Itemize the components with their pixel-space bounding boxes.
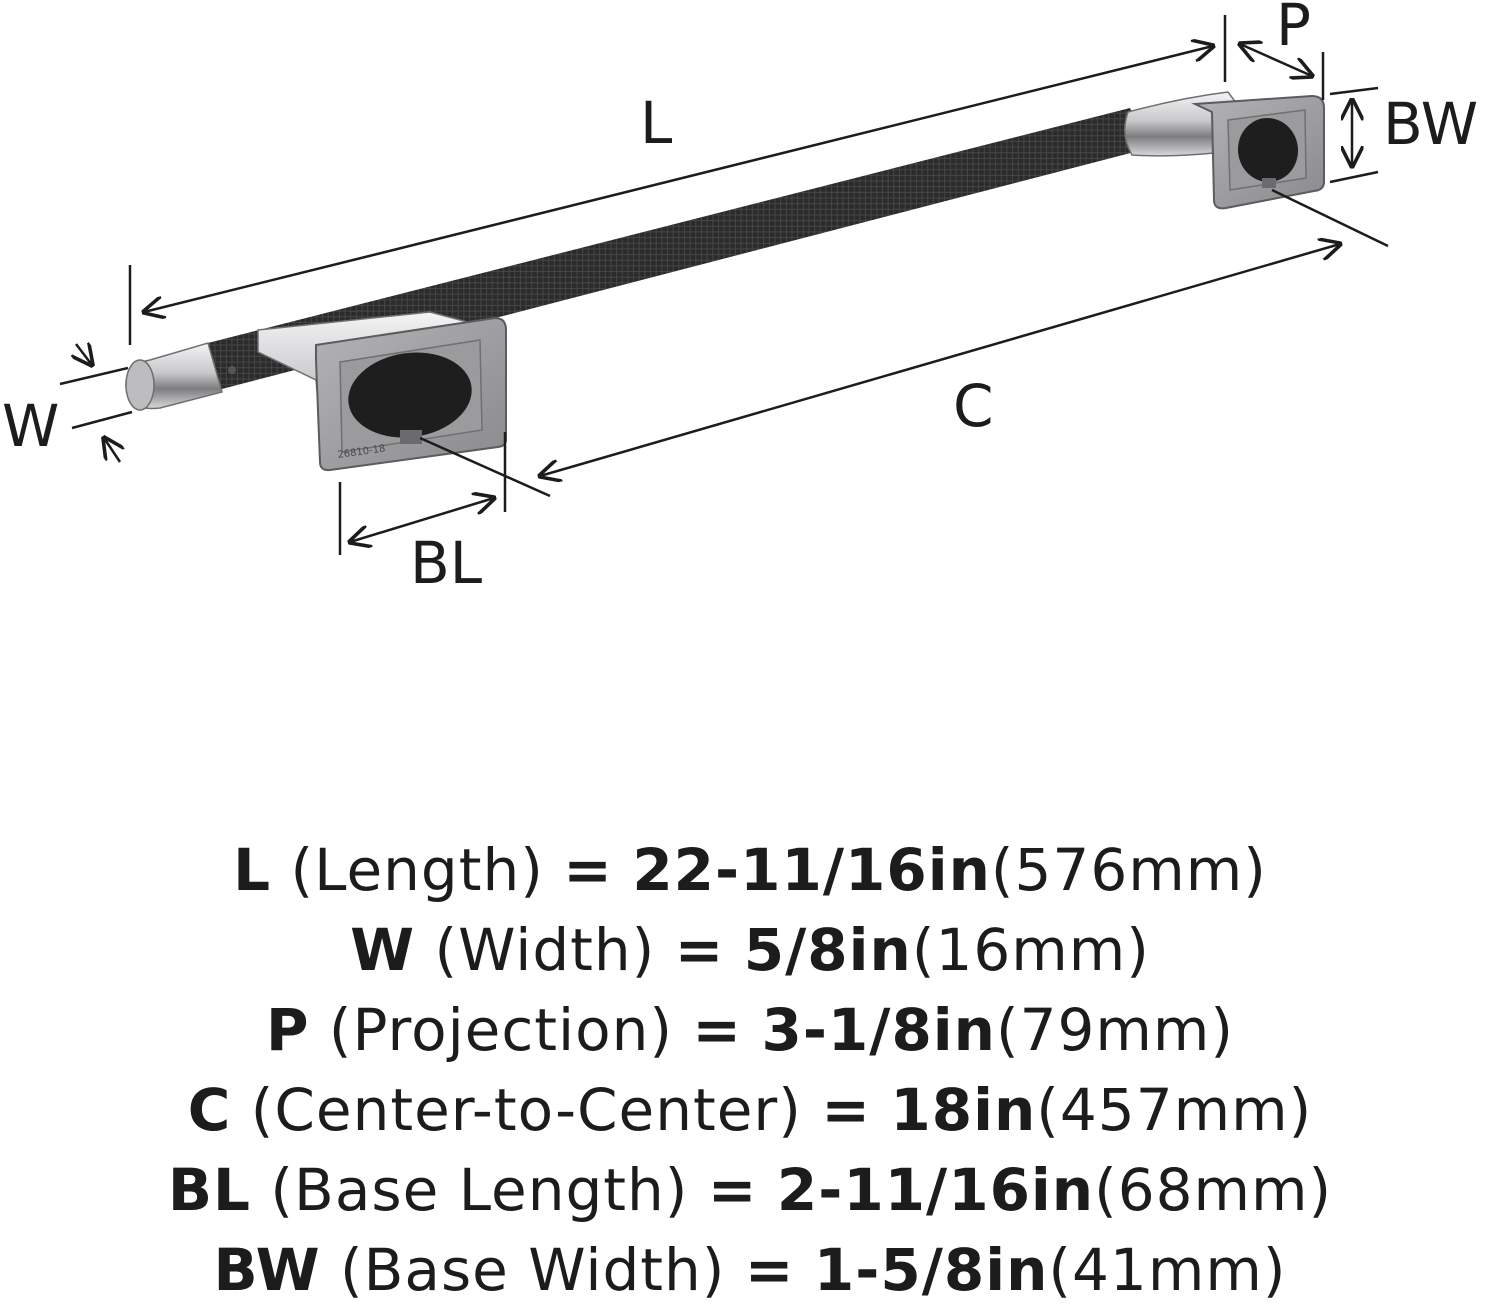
spec-value: 5/8in: [743, 916, 912, 984]
left-end-cap: [125, 342, 236, 411]
spec-code: BL: [167, 1156, 251, 1224]
label-C: C: [953, 372, 994, 440]
spec-value: 22-11/16in: [632, 836, 991, 904]
W-extension-top: [59, 366, 129, 386]
spec-row-length: L (Length) = 22-11/16in(576mm): [0, 835, 1500, 905]
spec-value: 1-5/8in: [813, 1236, 1049, 1304]
label-W: W: [2, 392, 59, 460]
L-dimension-line: [144, 46, 1213, 312]
spec-value: 18in: [890, 1076, 1037, 1144]
spec-desc: (Width): [434, 916, 656, 984]
spec-row-base-width: BW (Base Width) = 1-5/8in(41mm): [0, 1235, 1500, 1305]
BW-extension-top: [1329, 86, 1379, 96]
C-center-line-left: [419, 436, 551, 498]
dimension-labels: L P BW W C BL: [2, 0, 1478, 597]
spec-value: 2-11/16in: [776, 1156, 1095, 1224]
spec-metric: (68mm): [1094, 1156, 1333, 1224]
spec-value: 3-1/8in: [761, 996, 996, 1064]
left-base-opening: [348, 352, 472, 438]
spec-code: C: [187, 1076, 232, 1144]
spec-metric: (41mm): [1048, 1236, 1287, 1304]
spec-desc: (Base Width): [339, 1236, 726, 1304]
spec-desc: (Center-to-Center): [250, 1076, 802, 1144]
W-arrow-top: [76, 344, 92, 365]
W-extension-bottom: [71, 410, 133, 430]
dimension-lines: [59, 15, 1389, 555]
BW-extension-bottom: [1329, 170, 1379, 184]
spec-code: BW: [213, 1236, 321, 1304]
spec-code: L: [233, 836, 272, 904]
label-P: P: [1276, 0, 1311, 59]
left-base: 26810-18: [257, 311, 507, 472]
spec-row-base-length: BL (Base Length) = 2-11/16in(68mm): [0, 1155, 1500, 1225]
spec-eq: =: [821, 1076, 871, 1144]
spec-code: W: [350, 916, 416, 984]
towel-bar-dimension-diagram: 26810-18: [2, 0, 1478, 597]
spec-metric: (16mm): [911, 916, 1150, 984]
right-base-opening: [1237, 118, 1299, 182]
spec-desc: (Projection): [328, 996, 673, 1064]
C-dimension-line: [540, 244, 1340, 476]
spec-eq: =: [692, 996, 743, 1064]
spec-desc: (Length): [290, 836, 544, 904]
W-arrow-bottom: [104, 438, 120, 463]
label-L: L: [640, 89, 672, 157]
spec-row-width: W (Width) = 5/8in(16mm): [0, 915, 1500, 985]
label-BW: BW: [1383, 90, 1478, 158]
P-dimension-line: [1240, 44, 1312, 76]
C-center-line-right: [1271, 188, 1389, 248]
spec-row-center-to-center: C (Center-to-Center) = 18in(457mm): [0, 1075, 1500, 1145]
spec-metric: (79mm): [995, 996, 1235, 1064]
towel-bar: 26810-18: [125, 91, 1325, 472]
spec-metric: (576mm): [990, 836, 1267, 904]
label-BL: BL: [410, 529, 482, 597]
spec-eq: =: [744, 1236, 795, 1304]
spec-row-projection: P (Projection) = 3-1/8in(79mm): [0, 995, 1500, 1065]
BL-dimension-line: [350, 498, 494, 542]
spec-desc: (Base Length): [270, 1156, 689, 1224]
spec-eq: =: [707, 1156, 758, 1224]
spec-eq: =: [674, 916, 725, 984]
spec-code: P: [265, 996, 310, 1064]
spec-eq: =: [563, 836, 613, 904]
spec-metric: (457mm): [1036, 1076, 1313, 1144]
right-base: [1191, 94, 1325, 210]
